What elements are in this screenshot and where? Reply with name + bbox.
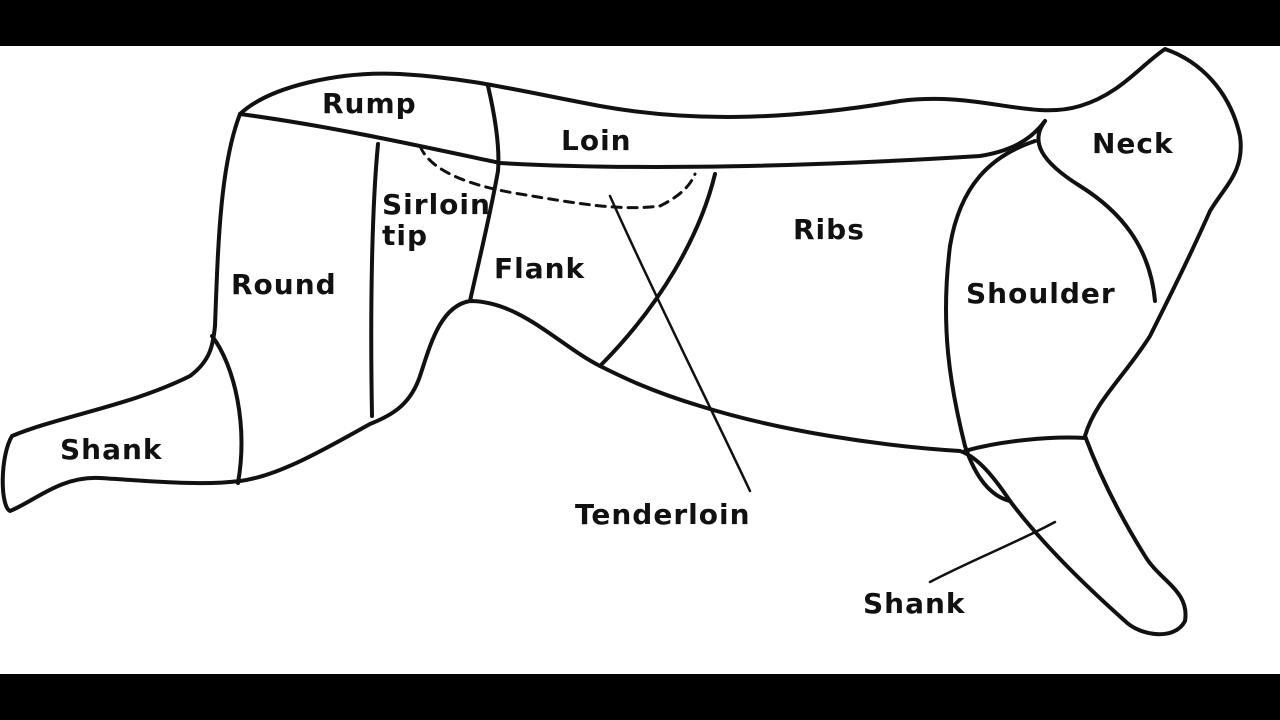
back-band-line bbox=[238, 112, 1047, 169]
neck-boundary bbox=[1036, 119, 1157, 303]
diagram-canvas: Rump Loin Neck Sirloin tip Ribs Flank Ro… bbox=[0, 46, 1280, 674]
rump-loin-divider bbox=[486, 84, 501, 173]
tenderloin-pointer bbox=[608, 194, 752, 493]
label-sirloin-line1: Sirloin bbox=[382, 188, 491, 221]
label-tenderloin: Tenderloin bbox=[575, 498, 751, 531]
label-hind-shank: Shank bbox=[60, 433, 163, 466]
shoulder-foreleg-boundary bbox=[963, 435, 1087, 453]
shoulder-boundary bbox=[943, 139, 1037, 503]
label-flank: Flank bbox=[494, 252, 586, 285]
label-shoulder: Shoulder bbox=[966, 277, 1116, 310]
body-outline bbox=[0, 47, 1243, 637]
hind-shank-divider bbox=[210, 334, 244, 485]
label-fore-shank: Shank bbox=[863, 587, 966, 620]
label-neck: Neck bbox=[1092, 127, 1174, 160]
label-sirloin-line2: tip bbox=[382, 218, 429, 252]
flank-ribs-divider bbox=[598, 172, 717, 368]
round-sirloin-divider bbox=[369, 142, 380, 418]
label-sirloin-tip: Sirloin tip bbox=[382, 188, 491, 252]
fore-shank-pointer bbox=[928, 520, 1057, 584]
label-rump: Rump bbox=[322, 87, 417, 120]
label-round: Round bbox=[231, 268, 337, 301]
tenderloin-region bbox=[418, 144, 697, 210]
beef-cuts-diagram bbox=[0, 47, 1243, 637]
label-loin: Loin bbox=[561, 124, 632, 157]
sirloin-flank-divider bbox=[468, 169, 500, 303]
label-ribs: Ribs bbox=[793, 213, 865, 246]
